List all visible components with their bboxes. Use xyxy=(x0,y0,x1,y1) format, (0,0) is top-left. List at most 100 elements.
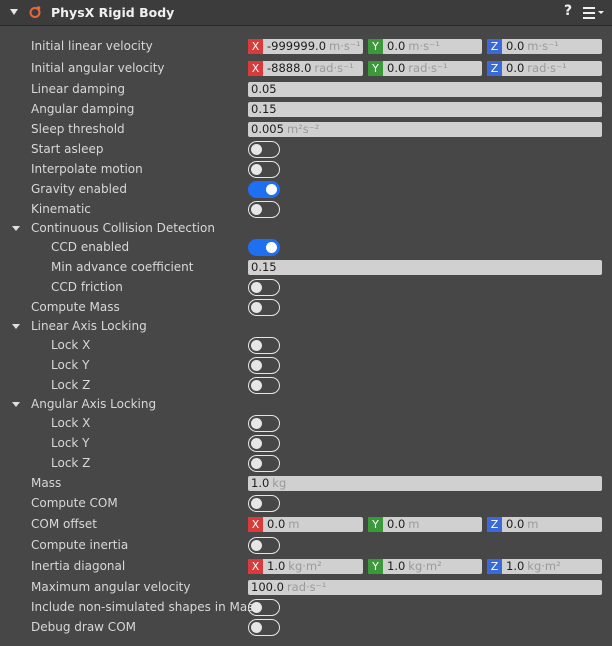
collapse-caret-icon[interactable] xyxy=(10,9,18,15)
max-angular-velocity-label: Maximum angular velocity xyxy=(31,580,191,594)
com-offset-label: COM offset xyxy=(31,517,97,531)
min-advance-coefficient-row: Min advance coefficient 0.15 xyxy=(0,258,612,278)
compute-inertia-row: Compute inertia xyxy=(0,536,612,556)
linear-lock-y-toggle[interactable] xyxy=(248,357,280,374)
include-non-simulated-row: Include non-simulated shapes in Mass xyxy=(0,598,612,618)
kinematic-row: Kinematic xyxy=(0,200,612,220)
kinematic-label: Kinematic xyxy=(31,202,91,216)
angular-lock-y-label: Lock Y xyxy=(51,436,90,450)
angular-lock-z-row: Lock Z xyxy=(0,454,612,474)
include-non-simulated-label: Include non-simulated shapes in Mass xyxy=(31,600,260,614)
start-asleep-row: Start asleep xyxy=(0,140,612,160)
debug-draw-com-row: Debug draw COM xyxy=(0,618,612,638)
debug-draw-com-toggle[interactable] xyxy=(248,619,280,636)
angular-lock-y-row: Lock Y xyxy=(0,434,612,454)
linear-lock-z-row: Lock Z xyxy=(0,376,612,396)
linear-lock-x-toggle[interactable] xyxy=(248,337,280,354)
gravity-enabled-label: Gravity enabled xyxy=(31,182,127,196)
y-axis-badge: Y xyxy=(368,39,383,54)
ccd-friction-toggle[interactable] xyxy=(248,279,280,296)
expand-triangle-icon[interactable] xyxy=(12,402,20,407)
compute-inertia-toggle[interactable] xyxy=(248,537,280,554)
x-axis-badge: X xyxy=(248,61,263,76)
angular-axis-locking-group-header[interactable]: Angular Axis Locking xyxy=(0,395,612,415)
linear-lock-x-label: Lock X xyxy=(51,338,91,352)
min-advance-coefficient-label: Min advance coefficient xyxy=(51,260,194,274)
gravity-enabled-toggle[interactable] xyxy=(248,181,280,198)
z-axis-badge: Z xyxy=(487,559,502,574)
linear-damping-row: Linear damping 0.05 xyxy=(0,80,612,100)
linear-lock-z-label: Lock Z xyxy=(51,378,91,392)
gravity-enabled-row: Gravity enabled xyxy=(0,180,612,200)
compute-com-label: Compute COM xyxy=(31,496,118,510)
linear-lock-z-toggle[interactable] xyxy=(248,377,280,394)
angular-lock-z-label: Lock Z xyxy=(51,456,91,470)
y-axis-badge: Y xyxy=(368,61,383,76)
linear-axis-locking-group-header[interactable]: Linear Axis Locking xyxy=(0,317,612,337)
help-icon[interactable]: ? xyxy=(564,3,573,19)
ccd-group-label: Continuous Collision Detection xyxy=(31,221,215,235)
linear-axis-locking-label: Linear Axis Locking xyxy=(31,319,147,333)
ccd-group-header[interactable]: Continuous Collision Detection xyxy=(0,219,612,239)
linear-damping-field[interactable]: 0.05 xyxy=(248,82,602,97)
angular-lock-y-toggle[interactable] xyxy=(248,435,280,452)
interpolate-motion-toggle[interactable] xyxy=(248,161,280,178)
angular-damping-field[interactable]: 0.15 xyxy=(248,102,602,117)
compute-inertia-label: Compute inertia xyxy=(31,538,129,552)
include-non-simulated-toggle[interactable] xyxy=(248,599,280,616)
z-axis-badge: Z xyxy=(487,61,502,76)
component-menu-icon[interactable] xyxy=(581,6,607,20)
linear-lock-y-label: Lock Y xyxy=(51,358,90,372)
angular-lock-x-label: Lock X xyxy=(51,416,91,430)
angular-lock-x-row: Lock X xyxy=(0,414,612,434)
angular-damping-label: Angular damping xyxy=(31,102,135,116)
component-header: PhysX Rigid Body ? xyxy=(0,0,612,26)
x-axis-badge: X xyxy=(248,39,263,54)
angular-lock-x-toggle[interactable] xyxy=(248,415,280,432)
kinematic-toggle[interactable] xyxy=(248,201,280,218)
linear-lock-y-row: Lock Y xyxy=(0,356,612,376)
expand-triangle-icon[interactable] xyxy=(12,226,20,231)
linear-damping-label: Linear damping xyxy=(31,82,125,96)
expand-triangle-icon[interactable] xyxy=(12,324,20,329)
sleep-threshold-label: Sleep threshold xyxy=(31,122,125,136)
start-asleep-toggle[interactable] xyxy=(248,141,280,158)
y-axis-badge: Y xyxy=(368,559,383,574)
compute-com-toggle[interactable] xyxy=(248,495,280,512)
debug-draw-com-label: Debug draw COM xyxy=(31,620,136,634)
min-advance-coefficient-field[interactable]: 0.15 xyxy=(248,260,602,275)
interpolate-motion-label: Interpolate motion xyxy=(31,162,143,176)
ccd-enabled-row: CCD enabled xyxy=(0,238,612,258)
compute-mass-label: Compute Mass xyxy=(31,300,120,314)
angular-damping-row: Angular damping 0.15 xyxy=(0,100,612,120)
angular-lock-z-toggle[interactable] xyxy=(248,455,280,472)
compute-com-row: Compute COM xyxy=(0,494,612,514)
ccd-friction-row: CCD friction xyxy=(0,278,612,298)
ccd-enabled-toggle[interactable] xyxy=(248,239,280,256)
compute-mass-toggle[interactable] xyxy=(248,299,280,316)
compute-mass-row: Compute Mass xyxy=(0,298,612,318)
angular-axis-locking-label: Angular Axis Locking xyxy=(31,397,157,411)
